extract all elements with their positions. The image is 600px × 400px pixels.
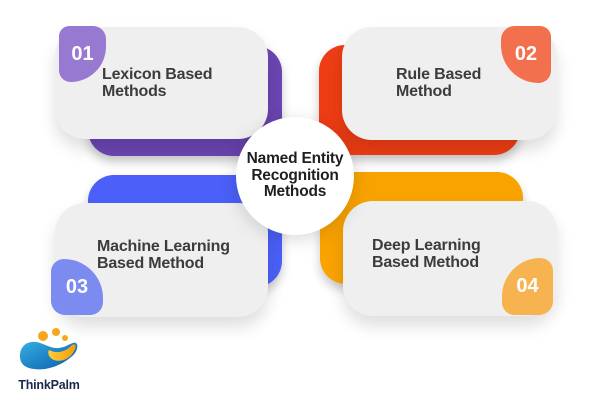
title-line: Machine Learning [97, 238, 230, 255]
deep-learning-title: Deep Learning Based Method [372, 237, 481, 271]
title-line: Rule Based [396, 66, 482, 83]
title-line: Deep Learning [372, 237, 481, 254]
center-circle: Named Entity Recognition Methods [236, 117, 354, 235]
brand-name: ThinkPalm [18, 378, 80, 392]
badge-number: 01 [71, 42, 94, 65]
title-line: Method [396, 83, 452, 100]
thinkpalm-logo: ThinkPalm [10, 326, 88, 392]
center-title-line: Recognition [251, 166, 339, 184]
title-line: Methods [102, 83, 167, 100]
lexicon-title: Lexicon Based Methods [102, 66, 213, 100]
rule-title: Rule Based Method [396, 66, 481, 100]
title-line: Based Method [97, 255, 204, 272]
center-title-line: Methods [263, 183, 327, 201]
badge-number: 03 [65, 275, 89, 298]
badge-number: 02 [514, 43, 538, 65]
thinkpalm-logo-icon [20, 328, 78, 370]
title-line: Lexicon Based [102, 66, 213, 83]
center-title-line: Named Entity [246, 150, 344, 168]
badge-number: 04 [516, 275, 539, 297]
machine-learning-title: Machine Learning Based Method [97, 238, 230, 272]
title-line: Based Method [372, 254, 479, 271]
